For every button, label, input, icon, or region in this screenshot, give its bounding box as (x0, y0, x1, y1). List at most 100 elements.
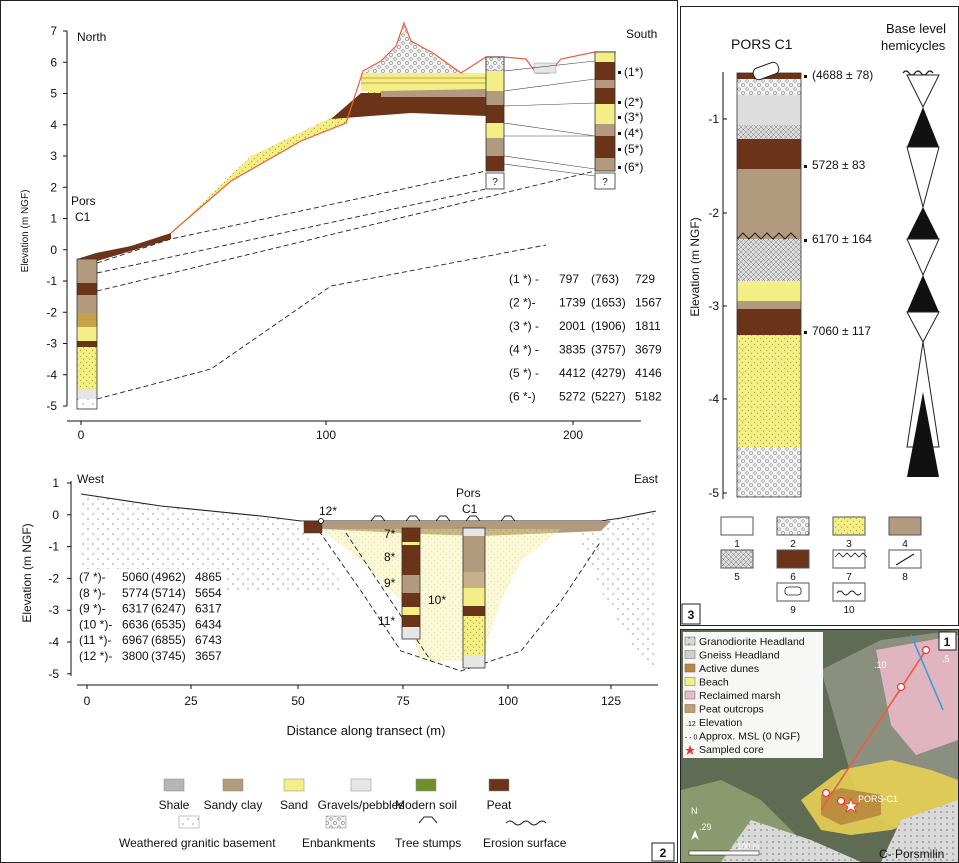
core-log-age: (4688 ± 78) (812, 68, 873, 82)
legend-swatch (283, 778, 305, 792)
panel-1-number: 1 (944, 635, 951, 649)
bottom-age-min: 5060 (122, 570, 149, 584)
map-elev-10: .10 (874, 660, 887, 670)
legend-swatch (222, 778, 244, 792)
transects-svg: North South Elevation (m NGF) 76543210-1… (20, 21, 675, 862)
core-top-right: ? (594, 51, 616, 190)
south-label: South (626, 27, 657, 41)
top-age-max: 5182 (635, 390, 662, 404)
bottom-age-median: (5714) (151, 586, 186, 600)
bottom-ylabel: Elevation (m NGF) (20, 523, 34, 622)
map-legend-label: Gneiss Headland (699, 650, 780, 662)
base-level-title-1: Base level (886, 21, 946, 36)
core-log-age: 7060 ± 117 (812, 324, 871, 338)
top-ytick: 4 (50, 118, 57, 132)
top-core-label-2: C1 (75, 210, 91, 224)
bottom-age-max: 3657 (195, 649, 222, 663)
bottom-age-id: (7 *)- (79, 570, 106, 584)
top-ytick: 7 (50, 24, 57, 38)
top-xtick: 200 (563, 428, 583, 442)
legend-label: Gravels/pebbles (318, 798, 405, 812)
tree-stumps (370, 515, 516, 522)
east-label: East (634, 472, 659, 486)
panel-1-map: PORS-C1 .10 .5 .29 N 100 m C- Porsmilin … (680, 629, 959, 863)
core-log-ytick: -5 (708, 486, 719, 500)
bottom-core-column (462, 527, 486, 669)
bottom-xtick: 75 (396, 694, 410, 708)
bottom-xtick: 0 (84, 694, 91, 708)
top-sample-marker: (2*) (624, 95, 643, 109)
top-age-max: 3679 (635, 343, 662, 357)
map-legend-label: Sampled core (699, 744, 764, 756)
legend-row-2: Weathered granitic basement Enbankments … (119, 815, 567, 850)
bottom-xlabel: Distance along transect (m) (287, 723, 446, 738)
panel-3-number: 3 (688, 608, 695, 622)
bottom-age-max: 6317 (195, 602, 222, 616)
bottom-age-median: (6247) (151, 602, 186, 616)
core-log-y-axis: -1-2-3-4-5 (708, 112, 727, 500)
bottom-ytick: -4 (48, 635, 59, 649)
top-age-min: 797 (559, 272, 579, 286)
top-ytick: 2 (50, 180, 57, 194)
bottom-sample-marker: 7* (384, 527, 396, 541)
bottom-age-min: 5774 (122, 586, 149, 600)
unknown-mark-2: ? (602, 177, 608, 188)
top-age-id: (1 *) - (509, 272, 539, 286)
bottom-age-id: (9 *)- (79, 602, 106, 616)
top-age-median: (1653) (591, 296, 626, 310)
core-log-legend (720, 516, 922, 602)
map-legend-elev-prefix: .12 (686, 721, 696, 728)
bottom-sample-marker: 11* (378, 614, 395, 628)
top-age-min: 2001 (559, 319, 586, 333)
top-ytick: 3 (50, 149, 57, 163)
map-legend-label: Active dunes (699, 663, 759, 675)
map-granodiorite (881, 800, 958, 862)
core-log-legend-number: 9 (790, 605, 796, 616)
bottom-sample-marker: 9* (384, 576, 396, 590)
bottom-y-axis: 10-1-2-3-4-5 (48, 476, 71, 681)
top-age-median: (4279) (591, 366, 626, 380)
top-age-id: (2 *)- (509, 296, 536, 310)
bottom-ytick: -3 (48, 603, 59, 617)
legend-label: Sandy clay (204, 798, 263, 812)
legend-enbankments: Enbankments (302, 836, 375, 850)
core-log-age: 6170 ± 164 (812, 232, 872, 246)
legend-label: Shale (159, 798, 190, 812)
legend-label: Modern soil (395, 798, 457, 812)
map-core-label: PORS-C1 (858, 794, 898, 804)
bottom-sample-markers: 12*7*8*9*10*11* (319, 504, 446, 628)
core-log-legend-number: 4 (902, 539, 908, 550)
map-place-label: C- Porsmilin (879, 847, 944, 861)
legend-swatch (163, 778, 185, 792)
bottom-age-min: 6636 (122, 617, 149, 631)
core-log-legend-number: 6 (790, 572, 796, 583)
bottom-sample-marker: 8* (384, 550, 396, 564)
panel-2-number: 2 (660, 846, 667, 860)
map-legend-msl-prefix: - - 0 (685, 735, 698, 742)
unknown-mark-1: ? (492, 177, 498, 188)
legend-swatch (415, 778, 437, 792)
bottom-age-median: (3745) (151, 649, 186, 663)
north-label: North (77, 30, 106, 44)
bottom-ytick: -1 (48, 540, 59, 554)
core-log-legend-number: 8 (902, 572, 908, 583)
top-age-max: 1567 (635, 296, 662, 310)
bottom-ytick: -2 (48, 571, 59, 585)
map-legend-label: Granodiorite Headland (699, 636, 805, 648)
top-age-min: 4412 (559, 366, 586, 380)
map-svg: PORS-C1 .10 .5 .29 N 100 m C- Porsmilin … (681, 630, 958, 862)
top-ytick: -1 (46, 274, 57, 288)
top-age-min: 5272 (559, 390, 586, 404)
top-age-min: 1739 (559, 296, 586, 310)
core-log-ytick: -2 (708, 206, 719, 220)
base-level-title-2: hemicycles (881, 38, 946, 53)
sand-layers-upper (361, 73, 486, 91)
top-ytick: 0 (50, 243, 57, 257)
top-core-label-1: Pors (71, 194, 96, 208)
top-ytick: -3 (46, 337, 57, 351)
core-log-legend-number: 3 (846, 539, 852, 550)
top-sample-marker: (5*) (624, 142, 643, 156)
